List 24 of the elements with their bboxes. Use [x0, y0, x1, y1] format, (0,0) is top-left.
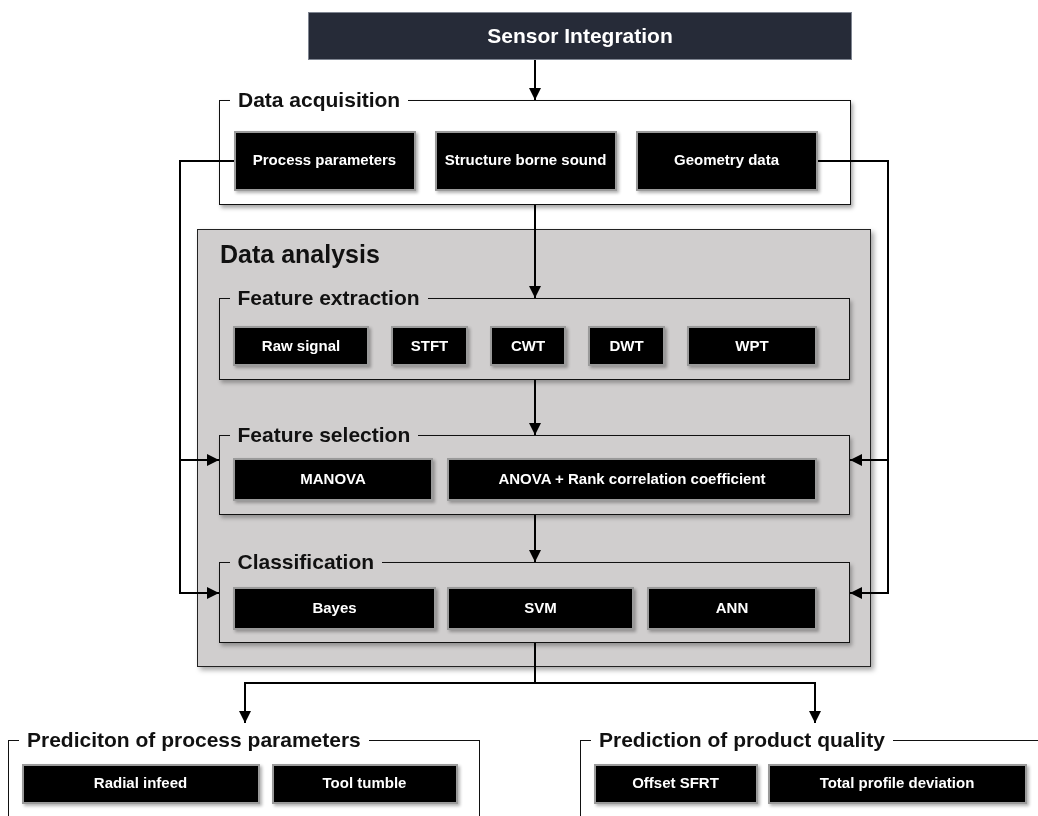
process-box: ANN	[647, 587, 817, 630]
process-box: CWT	[490, 326, 566, 366]
arrow	[529, 204, 541, 299]
process-box: Radial infeed	[21, 763, 260, 804]
process-box: Total profile deviation	[767, 763, 1027, 804]
process-box: MANOVA	[233, 458, 433, 501]
arrow	[529, 514, 541, 563]
panel-title: Data analysis	[220, 240, 380, 269]
process-box: WPT	[687, 326, 817, 366]
process-box: Raw signal	[233, 326, 369, 366]
process-box: DWT	[588, 326, 665, 366]
process-box: Process parameters	[233, 130, 416, 191]
panel-background	[197, 229, 871, 667]
arrow	[529, 59, 541, 101]
process-box: ANOVA + Rank correlation coefficient	[447, 458, 817, 501]
process-box: Bayes	[233, 587, 436, 630]
title-banner: Sensor Integration	[308, 12, 852, 60]
arrow	[529, 379, 541, 436]
process-box: STFT	[391, 326, 468, 366]
process-box: SVM	[447, 587, 634, 630]
process-box: Tool tumble	[271, 763, 458, 804]
process-box: Geometry data	[635, 130, 818, 191]
process-box: Offset SFRT	[593, 763, 758, 804]
process-box: Structure borne sound	[434, 130, 617, 191]
